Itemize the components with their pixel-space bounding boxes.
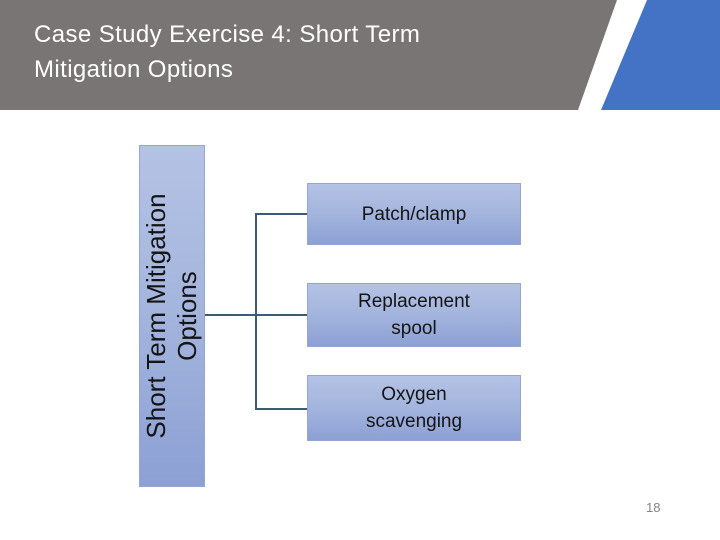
diagram-node-replacement-spool: Replacement spool xyxy=(307,283,521,347)
title-banner: Case Study Exercise 4: Short Term Mitiga… xyxy=(0,0,720,110)
connector-top-elbow xyxy=(255,213,307,215)
diagram-node-oxygen-scavenging: Oxygen scavenging xyxy=(307,375,521,441)
diagram-node-label: Replacement spool xyxy=(358,291,470,339)
diagram-node-label: Oxygen scavenging xyxy=(365,384,463,432)
diagram-root-shape: Short Term Mitigation Options xyxy=(139,145,205,487)
connector-bottom-elbow xyxy=(255,408,307,410)
diagram-node-label: Patch/clamp xyxy=(361,203,467,225)
page-number: 18 xyxy=(646,500,661,515)
diagram-node-patch-clamp: Patch/clamp xyxy=(307,183,521,245)
connector-middle-line xyxy=(205,314,307,316)
diagram-root-label: Short Term Mitigation Options xyxy=(141,193,202,439)
connector-vertical-line xyxy=(255,213,257,410)
banner-background xyxy=(0,0,617,110)
slide-title: Case Study Exercise 4: Short Term Mitiga… xyxy=(34,21,421,83)
